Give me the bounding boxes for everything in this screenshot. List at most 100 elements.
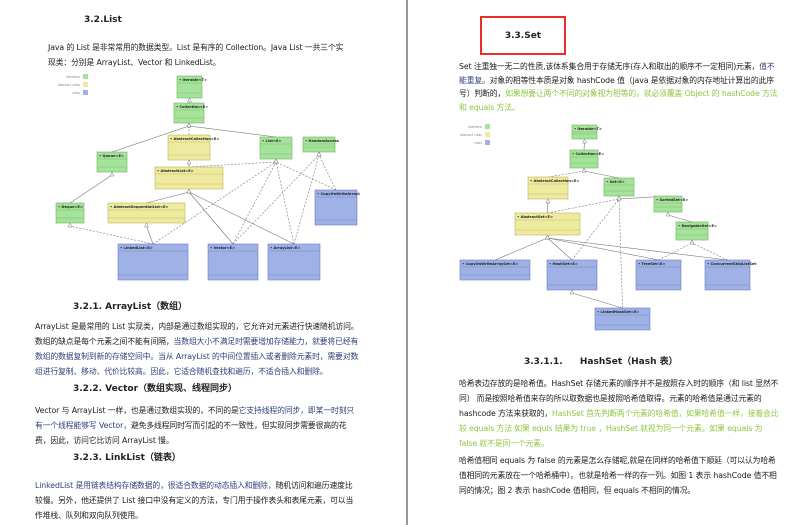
uml-class-box: • AbstractCollection<E> xyxy=(527,176,579,200)
text: Vector 与 ArrayList 一样，也是通过数组实现的，不同的是 xyxy=(35,406,239,415)
text: Set 注重独一无二的性质,该体系集合用于存储无序(存入和取出的顺序不一定相同)… xyxy=(459,62,760,71)
arrowhead-icon xyxy=(109,171,115,177)
arrowhead-icon xyxy=(545,234,550,240)
heading-title: HashSet（Hash 表） xyxy=(579,357,678,367)
legend-swatch xyxy=(83,74,88,79)
uml-class-box: • LinkedList<E> xyxy=(117,243,189,281)
heading-arraylist: 3.2.1. ArrayList（数组） xyxy=(73,302,188,312)
legend-swatch xyxy=(83,82,88,87)
uml-class-name: • Queue<E> xyxy=(99,154,124,158)
legend-label: interface xyxy=(468,125,482,129)
uml-class-name: • CopyOnWriteArrayList xyxy=(317,192,360,196)
legend-label: interface xyxy=(66,75,80,79)
uml-class-box: • TreeSet<E> xyxy=(635,259,682,291)
inheritance-arrow xyxy=(111,125,190,153)
inheritance-arrow xyxy=(146,225,154,245)
text: 哈希表边存放的是哈希值。HashSet 存储元素的顺序并不是按照存入时的顺序（和… xyxy=(459,379,779,418)
uml-class-name: • LinkedList<E> xyxy=(120,246,153,250)
uml-class-name: • ArrayList<E> xyxy=(270,246,300,250)
uml-class-box: • Vector<E> xyxy=(207,243,259,281)
legend-label: class xyxy=(474,141,482,145)
text: 如果想要让两个不同的对象视为相等的，就必须覆盖 Object 的 hashCod… xyxy=(459,89,778,112)
legend-label: abstract class xyxy=(58,83,80,87)
inheritance-arrow xyxy=(547,237,728,261)
list-intro-paragraph: Java 的 List 是非常常用的数据类型。List 是有序的 Collect… xyxy=(48,40,348,70)
uml-class-box: • List<E> xyxy=(259,136,293,160)
inheritance-arrow xyxy=(547,201,549,214)
uml-class-box: • NavigableSet<E> xyxy=(675,221,717,241)
arrowhead-icon xyxy=(273,158,279,164)
uml-class-box: • AbstractCollection<E> xyxy=(167,134,219,161)
page-separator xyxy=(406,0,408,525)
uml-class-name: • Collection<E> xyxy=(572,152,604,156)
legend-swatch xyxy=(485,132,490,137)
list-class-diagram: interface abstract class class • Iterable<T… xyxy=(55,74,360,281)
uml-class-name: • Collection<E> xyxy=(176,105,208,109)
arrowhead-icon xyxy=(187,97,192,103)
text: 值不能重复。 xyxy=(459,62,775,85)
arrowhead-icon xyxy=(616,195,622,201)
text: LinkedList 是用链表结构存储数据的，很适合数据的动态插入和删除， xyxy=(35,481,276,490)
uml-class-box: • Set<E> xyxy=(603,177,635,197)
uml-class-name: • AbstractCollection<E> xyxy=(530,179,579,183)
uml-class-box: • HashSet<E> xyxy=(546,259,598,291)
heading-number: 3.3.1.1. xyxy=(524,357,563,367)
uml-class-box: • Iterable<T> xyxy=(571,124,602,140)
uml-class-box: • Iterable<T> xyxy=(176,75,207,99)
uml-class-name: • Iterable<T> xyxy=(179,78,207,82)
inheritance-arrow xyxy=(188,161,277,168)
text: 它支持线程的同步，即某一时刻只有一个线程能够写 Vector， xyxy=(35,406,355,430)
uml-class-box: • Collection<E> xyxy=(569,149,604,169)
uml-class-name: • Deque<E> xyxy=(58,205,83,209)
arrowhead-icon xyxy=(316,151,322,157)
inheritance-arrow xyxy=(547,198,620,214)
hash-collision-paragraph: 哈希值相同 equals 为 false 的元素是怎么存储呢,就是在同样的哈希值… xyxy=(459,453,781,498)
text: 随机访问和遍历速度比较慢。另外，他还提供了 List 接口中没有定义的方法，专门… xyxy=(35,481,354,520)
uml-class-name: • Iterable<T> xyxy=(574,127,602,131)
inheritance-arrow xyxy=(293,154,320,245)
arrowhead-icon xyxy=(545,198,551,204)
uml-class-box: • ArrayList<E> xyxy=(267,243,321,281)
text: HashSet 首先判断两个元素的哈希值，如果哈希值一样，接着会比较 equal… xyxy=(459,409,779,448)
set-intro-paragraph: Set 注重独一无二的性质,该体系集合用于存储无序(存入和取出的顺序不一定相同)… xyxy=(459,60,779,114)
inheritance-arrow xyxy=(318,154,337,191)
legend-label: class xyxy=(72,91,80,95)
inheritance-arrow xyxy=(571,292,623,309)
inheritance-arrow xyxy=(69,174,113,204)
uml-class-box: • AbstractSequentialList<E> xyxy=(107,202,186,224)
uml-class-name: • LinkedHashSet<E> xyxy=(597,310,639,314)
vector-paragraph: Vector 与 ArrayList 一样，也是通过数组实现的，不同的是它支持线… xyxy=(35,403,360,448)
uml-class-box: • Queue<E> xyxy=(96,151,128,173)
highlighted-heading-box: 3.3.Set xyxy=(480,16,566,55)
text: 避免多线程同时写而引起的不一致性，但实现同步需要很高的花费，因此，访问它比访问 … xyxy=(35,421,347,445)
inheritance-arrow xyxy=(69,225,154,245)
uml-class-name: • Vector<E> xyxy=(210,246,235,250)
uml-class-box: • LinkedHashSet<E> xyxy=(594,307,651,331)
uml-class-name: • CopyOnWriteArraySet<E> xyxy=(462,262,518,266)
linklist-paragraph: LinkedList 是用链表结构存储数据的，很适合数据的动态插入和删除，随机访… xyxy=(35,478,355,523)
text: ArrayList 是最常用的 List 实现类，内部是通过数组实现的，它允许对… xyxy=(35,322,359,346)
uml-class-name: • RandomAccess xyxy=(305,139,339,143)
arrowhead-icon xyxy=(582,138,587,144)
inheritance-arrow xyxy=(152,161,277,245)
arrowhead-icon xyxy=(186,122,192,128)
arrowhead-icon xyxy=(186,159,192,165)
legend-swatch xyxy=(485,140,490,145)
hashset-paragraph: 哈希表边存放的是哈希值。HashSet 存储元素的顺序并不是按照存入时的顺序（和… xyxy=(459,376,781,451)
inheritance-arrow xyxy=(667,214,693,223)
inheritance-arrow xyxy=(583,141,585,151)
uml-class-name: • AbstractSequentialList<E> xyxy=(110,205,168,209)
uml-class-name: • SortedSet<E> xyxy=(656,198,688,202)
uml-class-name: • NavigableSet<E> xyxy=(678,224,717,228)
uml-class-name: • AbstractCollection<E> xyxy=(170,137,219,141)
section-heading-list: 3.2.List xyxy=(84,15,122,25)
uml-class-box: • AbstractList<E> xyxy=(154,166,224,190)
inheritance-arrow xyxy=(146,191,190,204)
legend-label: abstract class xyxy=(460,133,482,137)
uml-class-name: • AbstractSet<E> xyxy=(517,215,553,219)
inheritance-arrow xyxy=(232,154,320,245)
arraylist-paragraph: ArrayList 是最常用的 List 实现类，内部是通过数组实现的，它允许对… xyxy=(35,319,360,379)
arrowhead-icon xyxy=(569,289,575,295)
legend-swatch xyxy=(485,124,490,129)
text: 对象的相等性本质是对象 hashCode 值（java 是依据对象的内存地址计算… xyxy=(459,75,774,99)
